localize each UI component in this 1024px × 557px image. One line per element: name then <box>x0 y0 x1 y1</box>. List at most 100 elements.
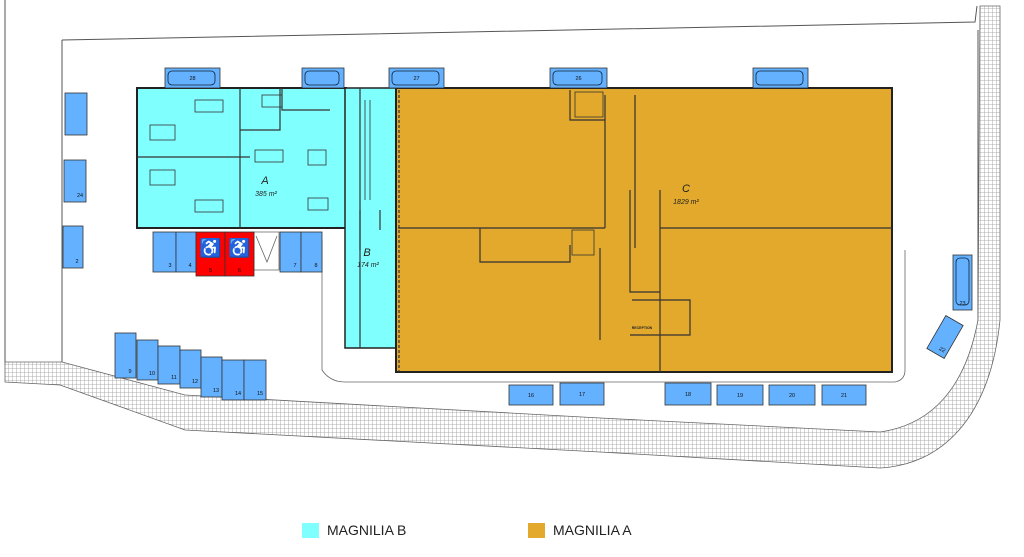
parking-spot-24[interactable]: 24 <box>63 159 87 203</box>
parking-spot-7[interactable]: 7 <box>279 231 302 273</box>
parking-spot-19[interactable]: 19 <box>716 384 764 406</box>
area-b-zone[interactable] <box>344 87 398 349</box>
parking-spot-number: 7 <box>293 263 296 269</box>
parking-spot[interactable] <box>64 92 88 136</box>
parking-spot-box <box>224 231 255 277</box>
parking-spot-number: 6 <box>238 268 241 274</box>
parking-spot-box <box>175 231 197 273</box>
legend-label-magnilia-a: MAGNILIA A <box>553 522 632 538</box>
parking-spot-box <box>64 92 88 136</box>
area-b-label: B <box>363 247 370 259</box>
parking-spot-number: 4 <box>188 263 191 269</box>
parking-spot-number: 16 <box>528 393 534 399</box>
parking-spot-number: 15 <box>257 391 263 397</box>
parking-spot-box <box>821 384 867 406</box>
legend-swatch-magnilia-b <box>302 522 319 538</box>
reception-label: RECEPTION <box>632 326 653 330</box>
parking-spot-number: 11 <box>171 375 177 381</box>
parking-spot-number: 28 <box>189 76 195 82</box>
area-b-size: 174 m² <box>357 262 379 269</box>
parking-spot-number: 14 <box>235 391 241 397</box>
parking-spot-number: 9 <box>128 369 131 375</box>
parking-spot-box <box>559 382 605 406</box>
parking-spot-9[interactable]: 9 <box>114 332 137 379</box>
parking-spot-box <box>63 159 87 203</box>
parking-spot-number: 2 <box>75 259 78 265</box>
parking-spot[interactable] <box>752 67 809 89</box>
parking-spot-15[interactable]: 15 <box>243 359 267 401</box>
area-c-size: 1829 m² <box>673 199 699 206</box>
truck-icon <box>391 70 440 86</box>
parking-spot-number: 5 <box>209 268 212 274</box>
parking-spot-22[interactable]: 22 <box>926 314 964 360</box>
parking-spot-box <box>152 231 177 273</box>
interior-walls <box>137 88 892 372</box>
parking-spot-12[interactable]: 12 <box>179 349 202 389</box>
truck-icon <box>755 70 804 86</box>
truck-icon <box>552 70 603 86</box>
parking-spot-5[interactable]: ♿5 <box>195 231 226 277</box>
parking-spot-box <box>62 225 84 269</box>
parking-spot-number: 13 <box>213 388 219 394</box>
parking-spot-number: 20 <box>789 393 795 399</box>
parking-spot-box <box>164 67 221 89</box>
parking-spot-number: 26 <box>575 76 581 82</box>
parking-spot-number: 8 <box>314 263 317 269</box>
area-c-label: C <box>682 183 690 195</box>
parking-spot-number: 18 <box>685 392 691 398</box>
parking-spot-number: 22 <box>938 346 946 354</box>
perimeter-wall-hatched <box>4 5 1001 469</box>
area-c-zone[interactable] <box>395 87 893 373</box>
wheelchair-icon: ♿ <box>199 237 221 258</box>
area-a-size: 385 m² <box>255 191 277 198</box>
parking-spot-4[interactable]: 4 <box>175 231 197 273</box>
truck-icon <box>955 257 970 306</box>
area-a-label: A <box>260 175 268 187</box>
parking-spot-box <box>300 231 323 273</box>
parking-spot-number: 19 <box>737 393 743 399</box>
parking-spot-17[interactable]: 17 <box>559 382 605 406</box>
parking-spot-3[interactable]: 3 <box>152 231 177 273</box>
parking-spot-23[interactable]: 23 <box>952 254 973 311</box>
parking-spot-number: 27 <box>413 76 419 82</box>
parking-spot-28[interactable]: 28 <box>164 67 221 89</box>
legend-item-magnilia-b: MAGNILIA B <box>302 522 406 538</box>
legend-item-magnilia-a: MAGNILIA A <box>528 522 632 538</box>
parking-spot-box <box>388 67 445 89</box>
car-icon <box>304 70 340 86</box>
parking-spot-number: 21 <box>841 393 847 399</box>
parking-spot-2[interactable]: 2 <box>62 225 84 269</box>
parking-spot-number: 10 <box>149 371 155 377</box>
parking-spot-27[interactable]: 27 <box>388 67 445 89</box>
parking-spot-14[interactable]: 14 <box>221 359 245 401</box>
parking-spot-8[interactable]: 8 <box>300 231 323 273</box>
parking-spot-10[interactable]: 10 <box>136 339 159 381</box>
area-a-zone[interactable] <box>136 87 347 229</box>
parking-spot-18[interactable]: 18 <box>664 382 712 406</box>
parking-spot-number: 24 <box>77 193 83 199</box>
parking-spot-26[interactable]: 26 <box>549 67 608 89</box>
parking-spot-11[interactable]: 11 <box>157 345 181 385</box>
parking-spot-21[interactable]: 21 <box>821 384 867 406</box>
parking-spot-box <box>926 314 964 360</box>
parking-spot-13[interactable]: 13 <box>200 356 223 398</box>
parking-spot-box <box>752 67 809 89</box>
parking-spot-20[interactable]: 20 <box>768 384 816 406</box>
furniture <box>149 91 604 256</box>
parking-spot-box <box>716 384 764 406</box>
parking-spot-box <box>195 231 226 277</box>
parking-spot-box <box>549 67 608 89</box>
parking-spot-number: 3 <box>168 263 171 269</box>
parking-spot-box <box>114 332 137 379</box>
parking-spot-6[interactable]: ♿6 <box>224 231 255 277</box>
parking-spot-box <box>664 382 712 406</box>
parking-spot[interactable] <box>301 67 345 89</box>
parking-spot-box <box>279 231 302 273</box>
parking-spot-box <box>301 67 345 89</box>
parking-spot-number: 17 <box>579 392 585 398</box>
parking-spot-16[interactable]: 16 <box>508 384 554 406</box>
parking-spot-box <box>952 254 973 311</box>
parking-spot-number: 23 <box>959 301 965 307</box>
